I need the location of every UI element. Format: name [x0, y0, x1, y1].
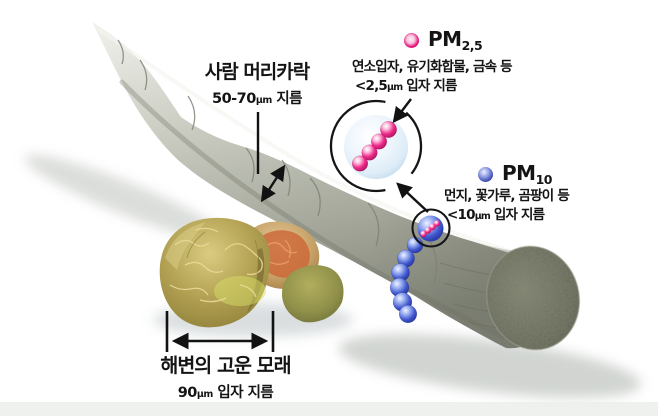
pm10-dot-icon [478, 166, 493, 182]
pm10-particle-chain [389, 236, 424, 324]
pm25-name: PM2,5 [428, 27, 483, 53]
pm10-magnifier-circle [411, 208, 451, 248]
sand-size-indicator [165, 311, 275, 352]
small-circle-outline [411, 208, 451, 248]
hair-size-unit: µm [255, 95, 272, 106]
hair-cuticle-lines [117, 39, 438, 284]
pm10-size: <10µm 입자 지름 [444, 206, 569, 226]
drop-shadows [0, 154, 658, 416]
pm10-size-prefix: <10 [447, 207, 475, 223]
connector-arrows [392, 98, 429, 213]
pm25-size-unit: µm [387, 82, 403, 93]
pm25-legend: PM2,5 [404, 27, 483, 53]
hair-diameter-double-arrow [260, 164, 286, 203]
pm25-name-main: PM [428, 27, 462, 51]
hair-size: 50-70µm 지름 [186, 87, 328, 108]
hair-cut-face [485, 245, 581, 351]
pm10-name: PM10 [502, 161, 552, 187]
hair-size-value: 50-70 [211, 91, 256, 107]
sand-grain-olive-stipple [282, 265, 344, 323]
sand-grain-main-light-facet [165, 222, 206, 270]
sand-label-block: 해변의 고운 모래 90µm 입자 지름 [143, 355, 308, 402]
hair-strand [92, 22, 581, 351]
sand-grain-main-dark-facet [247, 248, 265, 313]
sand-title: 해변의 고운 모래 [160, 354, 291, 377]
sand-grains [159, 217, 344, 328]
hair-end-tint [92, 22, 559, 349]
hair-bottom-shade [119, 79, 506, 340]
hair-size-suffix: 지름 [276, 91, 302, 107]
sand-grain-main-creases [186, 231, 260, 275]
pm25-chain-enlarged [351, 121, 397, 172]
hair-label-block: 사람 머리카락 50-70µm 지름 [186, 61, 328, 108]
pm10-name-main: PM [502, 161, 536, 185]
pm10-legend: PM10 [478, 161, 552, 187]
arrow-pm25-to-particle [392, 98, 412, 124]
hair-title: 사람 머리카락 [204, 61, 311, 83]
pm10-size-unit: µm [474, 211, 491, 222]
pm25-size: <2,5µm 입자 지름 [352, 77, 512, 97]
hair-top-highlight [98, 28, 542, 261]
pm25-dot-icon [404, 32, 419, 48]
pm25-size-prefix: <2,5 [355, 78, 388, 94]
sand-grain-orange-patch [258, 230, 310, 278]
pm10-size-suffix: 입자 지름 [493, 207, 545, 223]
pm25-description: 연소입자, 유기화합물, 금속 등 <2,5µm 입자 지름 [352, 58, 513, 97]
hair-diameter-indicator [256, 112, 286, 203]
arrow-small-to-large-circle [396, 182, 429, 213]
pm25-magnifier-circle [329, 99, 423, 193]
sand-size: 90µm 입자 지름 [143, 381, 308, 402]
sand-size-value: 90 [177, 385, 198, 401]
pm10-description: 먼지, 꽃가루, 곰팡이 등 <10µm 입자 지름 [444, 187, 570, 226]
pm25-mini-chain [420, 220, 441, 238]
pm25-composition: 연소입자, 유기화합물, 금속 등 [352, 59, 513, 75]
pm10-composition: 먼지, 꽃가루, 곰팡이 등 [444, 188, 570, 204]
sand-size-unit: µm [196, 389, 213, 400]
sand-size-suffix: 입자 지름 [217, 385, 274, 401]
large-circle-outline [329, 99, 423, 193]
sand-grain-orange-texture [265, 239, 298, 265]
sand-grain-main-green-patch [214, 276, 266, 306]
pm25-name-subscript: 2,5 [461, 38, 483, 53]
pm10-name-subscript: 10 [535, 172, 553, 187]
pm25-size-suffix: 입자 지름 [406, 78, 457, 94]
